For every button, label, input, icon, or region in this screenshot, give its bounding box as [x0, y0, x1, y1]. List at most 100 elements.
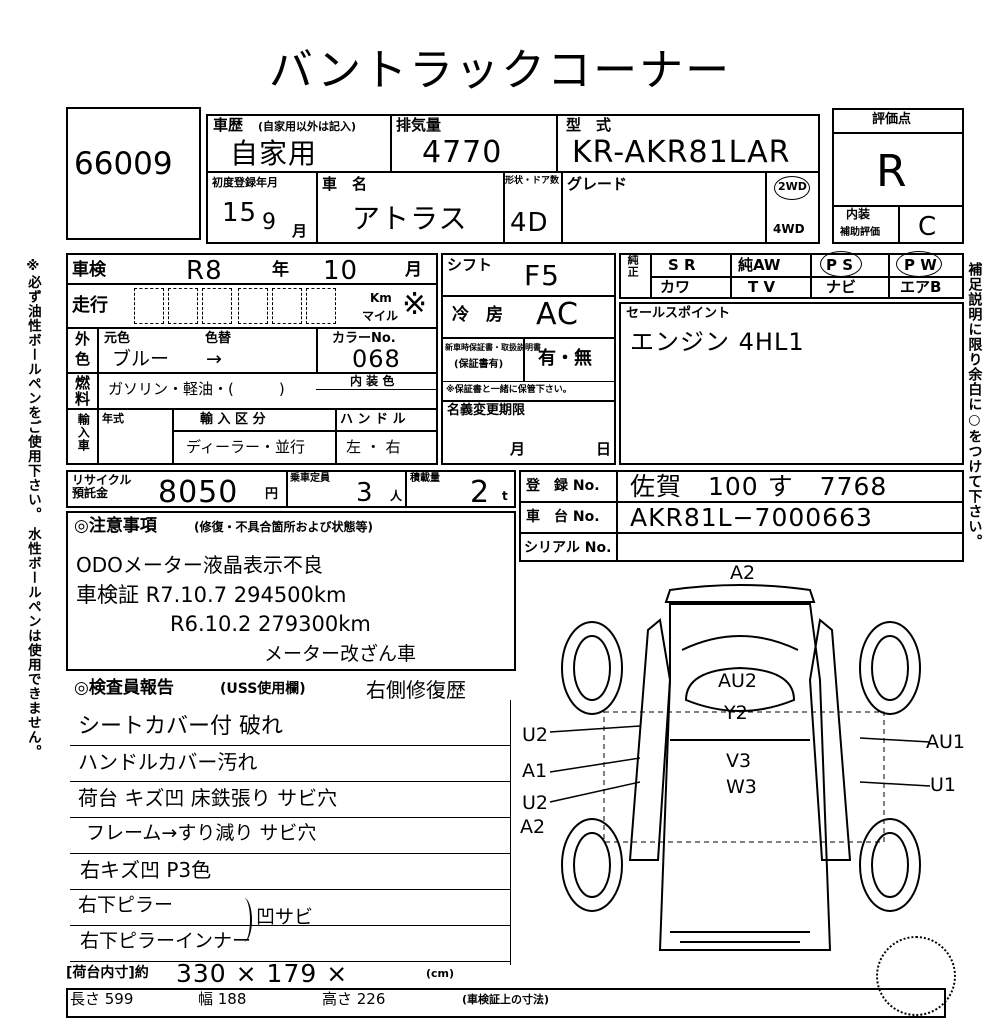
inspector-line-6: 右下ピラー — [78, 894, 174, 916]
fuel-value: ガソリン・軽油・( ) — [108, 380, 285, 398]
shift-value: F5 — [524, 259, 560, 292]
name-change-month: 月 — [510, 440, 526, 458]
inspector-note: 右側修復歴 — [366, 678, 466, 702]
mileage-digit-1 — [134, 288, 164, 324]
inspection-grid — [66, 253, 438, 465]
windshield — [684, 666, 796, 712]
wheel-rear-left — [561, 818, 623, 912]
mark-left-3: U2 — [522, 792, 548, 814]
mark-left-2: A1 — [522, 760, 548, 782]
registration-label: 登 録 No. — [526, 478, 600, 494]
color-label-2: 色 — [75, 350, 91, 368]
chassis-label: 車 台 No. — [526, 509, 600, 525]
inspector-line-2: ハンドルカバー汚れ — [78, 750, 258, 774]
mark-bonnet-mid: Y2 — [724, 702, 748, 724]
recycle-value: 8050 — [158, 475, 239, 510]
recycle-label: リサイクル預託金 — [72, 473, 132, 501]
right-side-note: 補足説明に限り余白に○をつけて下さい。 — [966, 262, 983, 549]
options-label: 純正 — [626, 254, 640, 278]
capacity-value: 3 — [356, 478, 374, 508]
header-grid — [206, 114, 820, 244]
mileage-digit-2 — [168, 288, 198, 324]
vehicle-use-value: 自家用 — [230, 137, 318, 170]
manual-note: ※保証書と一緒に保管下さい。 — [446, 385, 572, 395]
mark-right-1: AU1 — [926, 731, 965, 753]
option-pw-circle — [896, 251, 942, 277]
notes-line-3: R6.10.2 279300km — [170, 612, 371, 636]
recycle-row — [66, 470, 516, 508]
import-category-value: ディーラー・並行 — [186, 438, 305, 456]
first-reg-year: 15 — [222, 198, 258, 228]
bed-size-label: [荷台内寸]約 — [66, 965, 149, 981]
import-category-label: 輸 入 区 分 — [200, 412, 266, 427]
sales-point-box — [619, 302, 964, 465]
notes-sub: (修復・不具合箇所および状態等) — [194, 520, 373, 534]
inspector-line-1: シートカバー付 破れ — [78, 714, 283, 739]
chassis-value: AKR81L−7000663 — [630, 503, 873, 532]
wheel-front-left — [561, 621, 623, 715]
mark-right-2: U1 — [930, 774, 956, 796]
manual-label: 新車時保証書・取扱説明書 — [445, 343, 541, 352]
serial-label: シリアル No. — [524, 540, 612, 556]
interior-color-label: 内 装 色 — [350, 374, 395, 388]
model-label: 型 式 — [566, 116, 612, 134]
shift-grid — [441, 253, 616, 465]
car-name-label: 車 名 — [322, 175, 368, 193]
mileage-digit-4 — [238, 288, 268, 324]
option-sr: S R — [668, 256, 696, 274]
notes-line-4: メーター改ざん車 — [264, 643, 417, 665]
color-code-value: 068 — [352, 345, 401, 373]
option-tv: T V — [748, 278, 776, 296]
recycle-unit: 円 — [265, 487, 279, 502]
mark-center-1: V3 — [726, 750, 752, 772]
vehicle-use-sublabel: (自家用以外は記入) — [258, 120, 357, 133]
sales-point-value: エンジン 4HL1 — [630, 328, 805, 356]
mileage-unit-km: Km — [370, 291, 392, 305]
inspection-label: 車検 — [72, 260, 106, 280]
handle-value: 左 ・ 右 — [346, 438, 401, 456]
handle-label: ハ ン ド ル — [340, 412, 406, 427]
option-kawa: カワ — [660, 278, 691, 296]
inspector-line-4: フレーム→すり減り サビ穴 — [86, 822, 317, 844]
option-aw: 純AW — [738, 256, 781, 274]
first-reg-month-unit: 月 — [292, 222, 308, 240]
color-orig-value: ブルー — [112, 348, 170, 370]
fuel-label-2: 料 — [75, 390, 91, 408]
fuel-label-1: 燃 — [75, 374, 91, 392]
mileage-mark: ※ — [402, 287, 429, 322]
ac-label: 冷 房 — [452, 305, 503, 325]
color-arrow: → — [206, 348, 222, 370]
color-label-1: 外 — [75, 330, 91, 348]
color-change-label: 色替 — [205, 331, 232, 346]
mileage-unit-mile: マイル — [362, 309, 399, 323]
drive-4wd: 4WD — [773, 222, 805, 236]
manual-value: 有・無 — [538, 348, 592, 369]
right-door — [808, 618, 852, 861]
mark-left-1: U2 — [522, 724, 548, 746]
inspector-sub: (USS使用欄) — [220, 681, 306, 697]
bed-size-value: 330 × 179 × — [176, 959, 349, 988]
vehicle-diagram — [549, 584, 931, 951]
sales-point-label: セールスポイント — [626, 306, 731, 321]
color-code-label: カラーNo. — [332, 331, 396, 346]
registration-grid — [519, 470, 964, 562]
capacity-unit: 人 — [390, 489, 403, 503]
inspection-month: 10 — [323, 256, 359, 286]
inspection-era: R8 — [186, 256, 223, 286]
displacement-label: 排気量 — [396, 116, 442, 134]
mark-left-4: A2 — [520, 816, 546, 838]
interior-score-label: 内装 — [846, 207, 871, 221]
load-label: 積載量 — [410, 473, 440, 484]
load-value: 2 — [470, 475, 491, 510]
inspector-line-7: 右下ピラーインナー — [80, 930, 252, 952]
left-side-note: ※必ず油性ボールペンをご使用下さい。 水性ボールペンは使用できません。 — [24, 258, 41, 760]
doors-label: 形状・ドア数 — [505, 176, 560, 186]
score-value: R — [876, 146, 908, 197]
option-ps-circle — [820, 251, 862, 277]
mark-front: A2 — [730, 562, 756, 584]
first-reg-month: 9 — [262, 210, 277, 235]
wheel-rear-right — [859, 818, 921, 912]
inspection-year-unit: 年 — [272, 260, 289, 280]
mileage-digit-6 — [306, 288, 336, 324]
mileage-digit-5 — [272, 288, 302, 324]
